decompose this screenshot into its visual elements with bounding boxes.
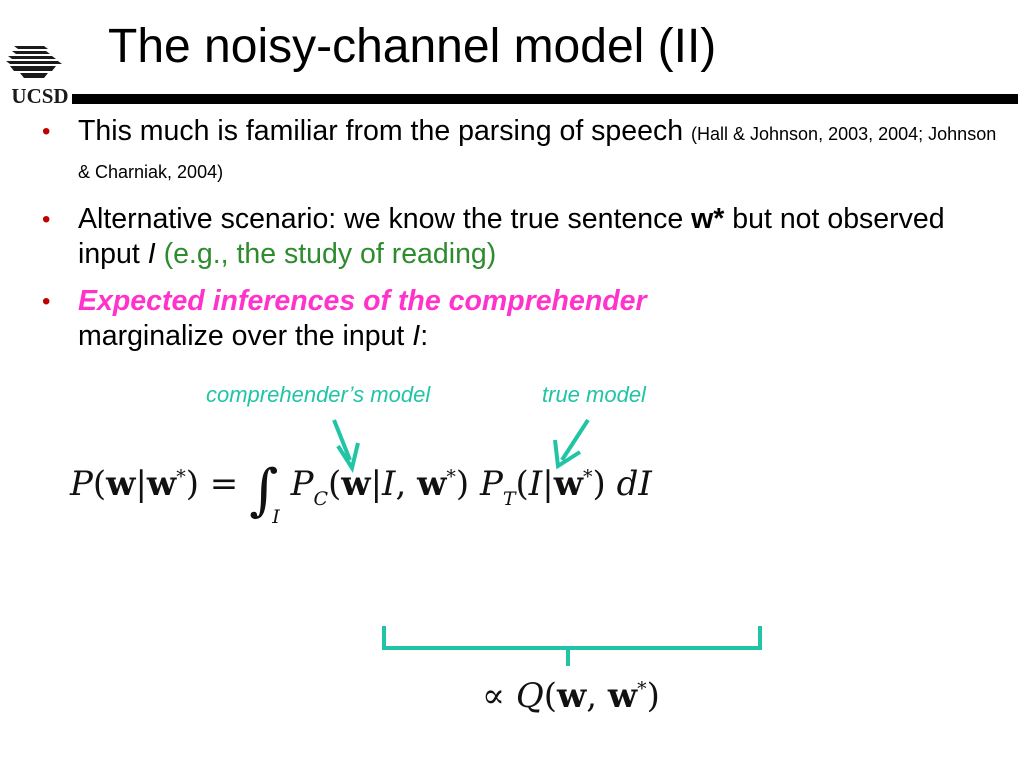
equation-lhs: P(w|w*) = xyxy=(70,464,239,504)
bullet-dot: • xyxy=(42,288,51,315)
integral-subscript: I xyxy=(272,506,280,528)
bullet-2-italic-var: I xyxy=(147,238,156,270)
bullet-3-italic-var: I xyxy=(412,320,421,352)
comprehender-subscript: C xyxy=(313,488,329,510)
bullet-2-text-a: Alternative scenario: we know the true s… xyxy=(78,203,684,235)
bullet-list: • This much is familiar from the parsing… xyxy=(42,114,1002,366)
bullet-2-bold-var: w* xyxy=(691,203,725,235)
bullet-2-text-b: but not observed input xyxy=(78,203,945,270)
bullet-1: • This much is familiar from the parsing… xyxy=(42,114,1002,190)
grouping-brace xyxy=(382,626,762,666)
comprehender-model-label: comprehender’s model xyxy=(206,382,431,407)
title-rule xyxy=(72,94,1018,104)
ucsd-logo xyxy=(0,40,78,106)
true-model-label: true model xyxy=(542,382,646,407)
bullet-dot: • xyxy=(42,206,51,233)
integral-sign: ∫ xyxy=(249,458,279,523)
ucsd-emblem-icon xyxy=(6,46,62,78)
bullet-2-green-note: (e.g., the study of reading) xyxy=(163,238,497,270)
comprehender-term: P xyxy=(290,464,314,504)
bullet-dot: • xyxy=(42,118,51,145)
true-args: (I|w*) dI xyxy=(515,464,652,504)
bullet-3: • Expected inferences of the comprehende… xyxy=(42,284,1002,354)
bullet-3-colon: : xyxy=(420,320,429,352)
true-subscript: T xyxy=(502,488,516,510)
bullet-3-emphasis: Expected inferences of the comprehender xyxy=(78,285,647,317)
bullet-2: • Alternative scenario: we know the true… xyxy=(42,202,1002,272)
proportional-expression: ∝ Q(w, w*) xyxy=(482,676,660,716)
logo-text: UCSD xyxy=(11,84,69,108)
comprehender-args: (w|I, w*) xyxy=(328,464,470,504)
bullet-1-text: This much is familiar from the parsing o… xyxy=(78,115,684,147)
bullet-1-citation: (Hall & Johnson, 2003, 2004; Johnson & C… xyxy=(78,124,997,182)
bullet-3-text: marginalize over the input xyxy=(78,320,405,352)
true-term: P xyxy=(479,464,503,504)
slide-title: The noisy-channel model (II) xyxy=(108,20,717,73)
marginalization-equation: P(w|w*) = ∫I PC(w|I, w*) PT(I|w*) dI xyxy=(70,458,652,528)
